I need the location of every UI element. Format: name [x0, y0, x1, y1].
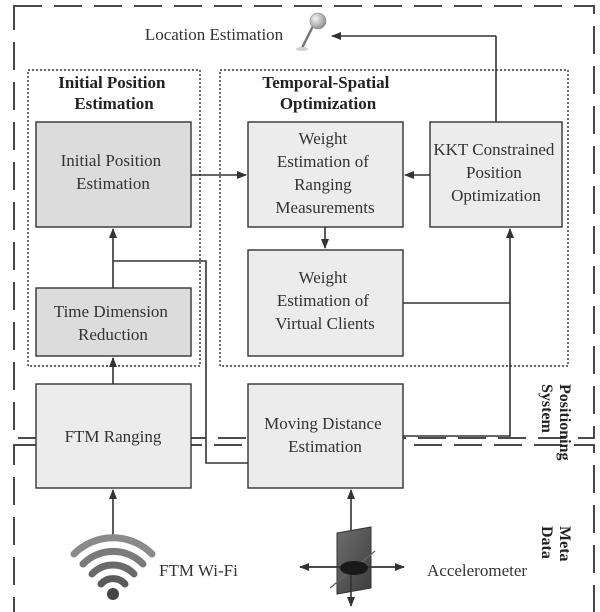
wifi-icon: [70, 534, 156, 600]
map-pin-icon: [296, 12, 327, 51]
svg-text:Time Dimension Reduction: Time Dimension Reduction: [54, 302, 172, 344]
moving-distance-estimation-box: Moving Distance Estimation: [247, 383, 404, 489]
time-dimension-reduction-box: Time Dimension Reduction: [35, 287, 192, 357]
weight-estimation-virtual-clients-box: Weight Estimation of Virtual Clients: [247, 249, 404, 357]
ftm-ranging-box: FTM Ranging: [35, 383, 192, 489]
meta-data-label: Meta Data: [538, 526, 573, 566]
svg-text:Weight Estimation of: Weight Estimation of Virtual Clients: [275, 268, 375, 333]
temporal-spatial-group-frame: [219, 69, 569, 367]
svg-text:Weight Estimation of: Weight Estimation of Ranging Measurement…: [275, 129, 374, 217]
initial-position-estimation-box: Initial Position Estimation: [35, 121, 192, 228]
ftm-wifi-label: FTM Wi-Fi: [159, 561, 238, 580]
initial-position-group-title: Initial Position Estimation: [58, 73, 169, 113]
svg-text:Moving Distance Estimati: Moving Distance Estimation: [264, 414, 386, 456]
positioning-system-label: Positioning System: [538, 384, 573, 464]
location-estimation-label: Location Estimation: [145, 25, 284, 44]
temporal-spatial-group-title: Temporal-Spatial Optimization: [262, 73, 393, 113]
weight-estimation-ranging-box: Weight Estimation of Ranging Measurement…: [247, 121, 404, 228]
moving-distance-to-initial-line: [113, 260, 248, 464]
svg-text:Initial Position Estimat: Initial Position Estimation: [61, 151, 166, 193]
moving-distance-to-kkt-arrow: [403, 228, 514, 437]
svg-text:KKT Constrained Position: KKT Constrained Position Optimization: [433, 140, 558, 205]
svg-text:FTM Ranging: FTM Ranging: [65, 427, 162, 446]
kkt-constrained-position-optimization-box: KKT Constrained Position Optimization: [429, 121, 563, 228]
accelerometer-label: Accelerometer: [427, 561, 527, 580]
accelerometer-icon: [299, 526, 405, 607]
